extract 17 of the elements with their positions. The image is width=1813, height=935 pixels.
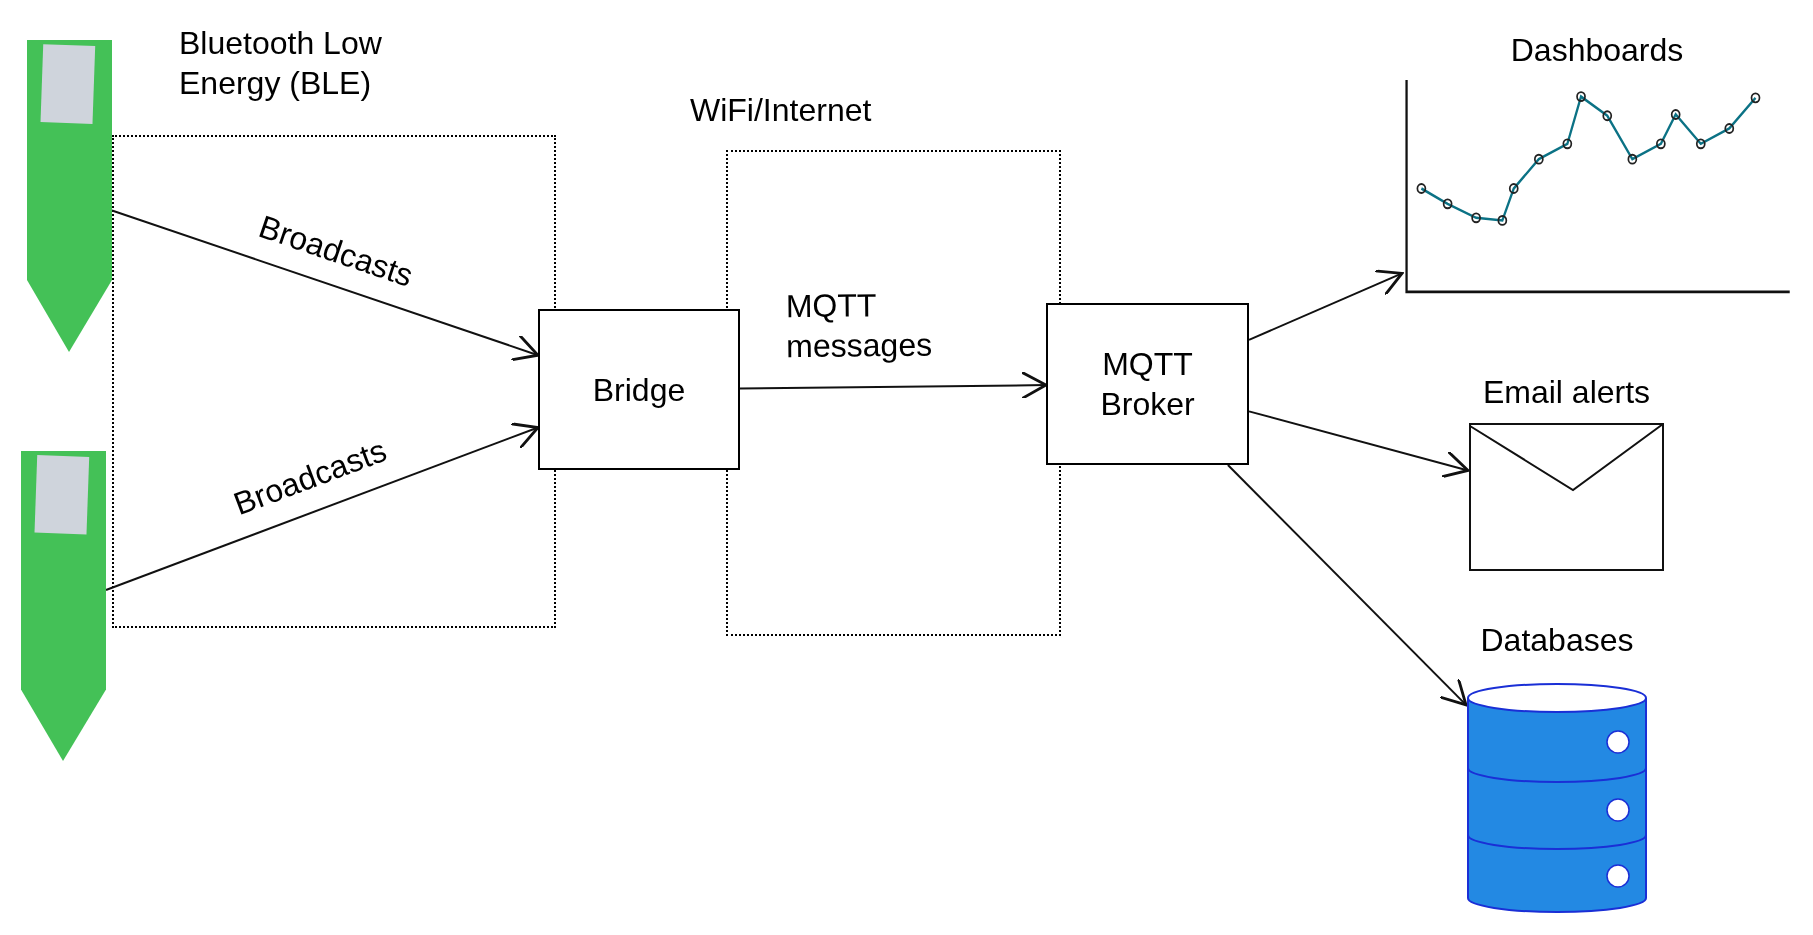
node-title: Dashboards (1510, 31, 1684, 70)
arrow (1248, 410, 1470, 479)
arrow (739, 370, 1048, 400)
arrow (105, 422, 540, 591)
node-title: Databases (1480, 621, 1634, 660)
node-title: Bridge (591, 370, 687, 410)
zone-label: Bluetooth Low Energy (BLE) (179, 24, 383, 103)
zone-label: WiFi/Internet (690, 91, 872, 130)
node-title: Email alerts (1482, 373, 1651, 412)
arrow (1226, 464, 1468, 707)
arrow (111, 209, 540, 362)
process-box (1046, 303, 1249, 465)
node-title: MQTT Broker (1099, 345, 1196, 424)
arrow (1248, 269, 1404, 341)
sensor-drawing (27, 40, 112, 352)
sensor-drawing (21, 451, 106, 761)
process-box (538, 309, 740, 470)
